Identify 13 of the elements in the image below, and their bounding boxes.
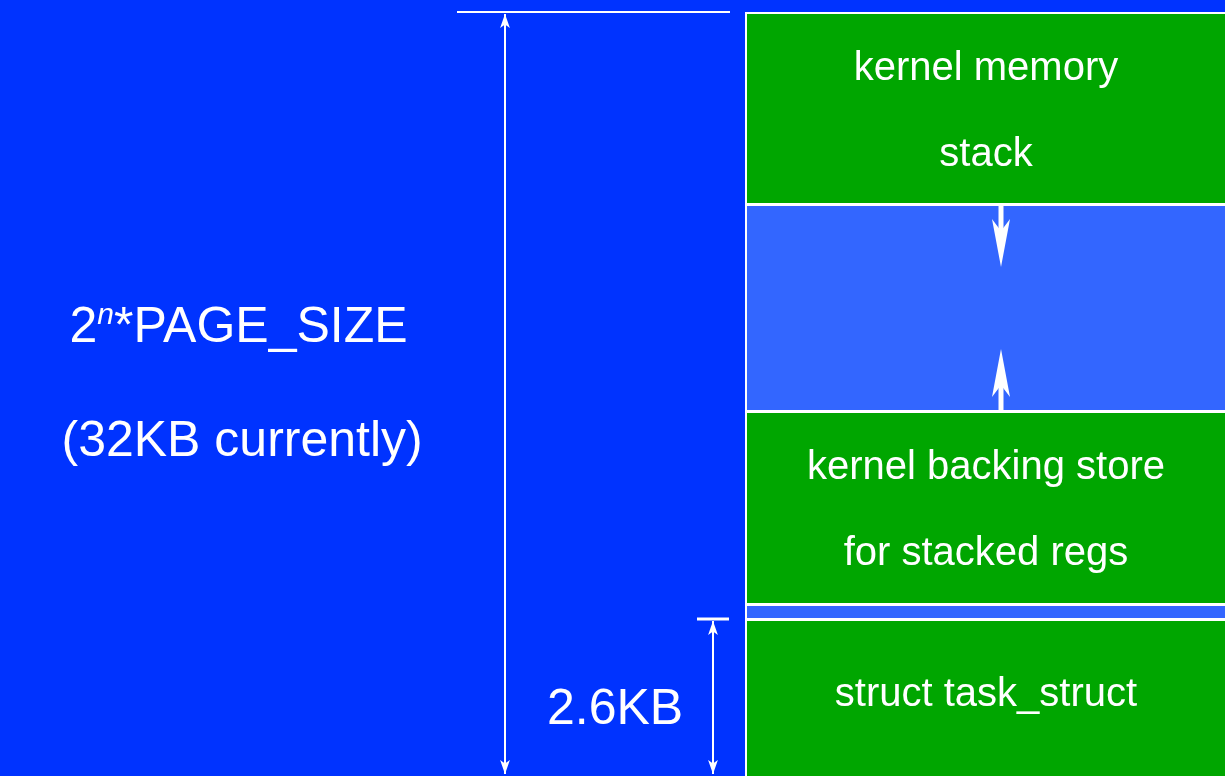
memory-region (745, 12, 1225, 205)
region-label: kernel backing store for stacked regs (806, 442, 1166, 575)
arrow (992, 205, 1010, 267)
arrow (992, 349, 1010, 411)
dimension-label: 2$^{n}$*PAGE_SIZE (69, 296, 408, 354)
memory-region (745, 619, 1225, 776)
memory-region (745, 411, 1225, 605)
dimension-label: 2.6KB (547, 678, 684, 736)
free-region (745, 604, 1225, 620)
free-region (745, 204, 1225, 412)
region-label: kernel memory stack (852, 42, 1120, 176)
region-label: struct task_struct (833, 669, 1139, 716)
dimension-label: (32KB currently) (61, 410, 423, 468)
